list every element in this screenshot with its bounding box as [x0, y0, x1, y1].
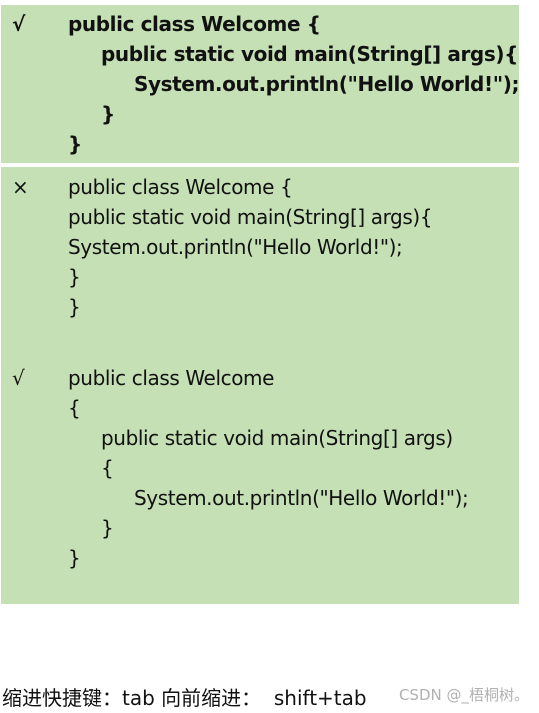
code-line-main-decl: public static void main(String[] args) — [101, 426, 453, 450]
code-line-open-brace: { — [101, 456, 114, 480]
code-line-class-decl: public class Welcome { — [68, 175, 293, 199]
code-line-main-decl: public static void main(String[] args){ — [68, 205, 433, 229]
code-line-close-brace: } — [68, 132, 82, 156]
code-line-main-decl: public static void main(String[] args){ — [101, 42, 518, 66]
check-mark-icon: √ — [12, 12, 26, 36]
code-line-close-brace: } — [68, 546, 81, 570]
check-mark-icon: √ — [12, 366, 25, 390]
cross-mark-icon: × — [12, 175, 29, 199]
code-line-class-decl: public class Welcome — [68, 366, 275, 390]
correct-example-panel — [1, 5, 519, 163]
code-line-open-brace: { — [68, 396, 81, 420]
code-line-println: System.out.println("Hello World!"); — [134, 72, 520, 96]
code-line-close-brace: } — [101, 516, 114, 540]
comparison-examples-panel — [1, 167, 519, 604]
indent-shortcut-caption: 缩进快捷键：tab 向前缩进： shift+tab — [2, 686, 367, 710]
code-line-close-brace: } — [68, 265, 81, 289]
code-line-println: System.out.println("Hello World!"); — [68, 235, 403, 259]
code-line-class-decl: public class Welcome { — [68, 12, 321, 36]
code-line-println: System.out.println("Hello World!"); — [134, 486, 469, 510]
code-line-close-brace: } — [101, 102, 115, 126]
code-line-close-brace: } — [68, 295, 81, 319]
csdn-watermark: CSDN @_梧桐树。 — [398, 686, 529, 704]
